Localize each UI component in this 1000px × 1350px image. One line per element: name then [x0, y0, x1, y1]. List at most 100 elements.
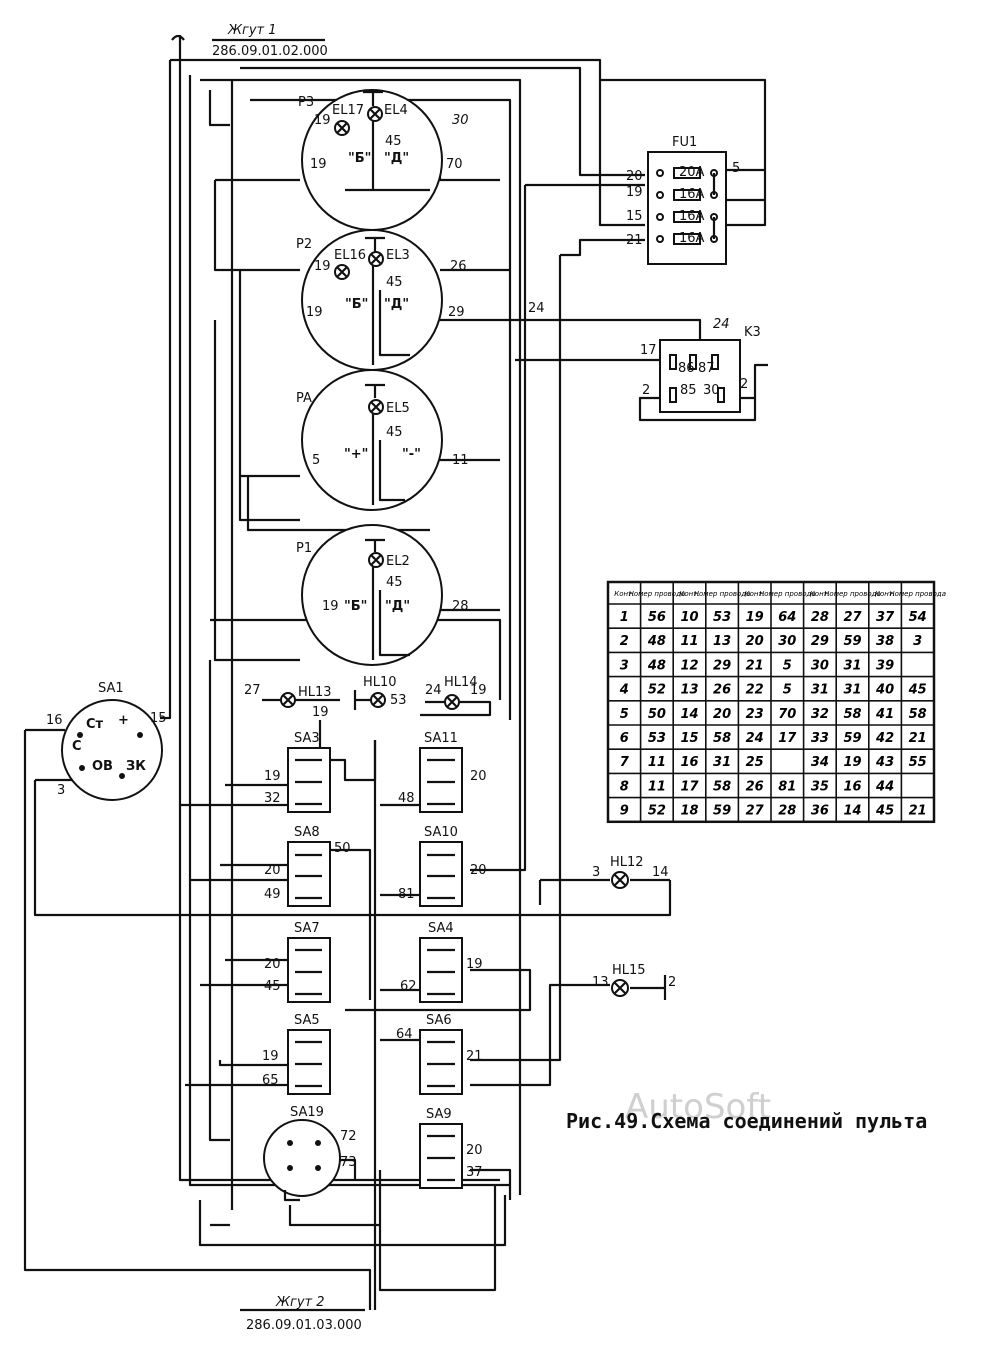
- table-header-cell: Конт.: [679, 590, 699, 598]
- table-cell: 21: [746, 658, 764, 673]
- p3-wire-lb: 19: [310, 157, 327, 172]
- table-cell: 7: [620, 755, 630, 770]
- harness-2-label: Жгут 2 286.09.01.03.000: [240, 1295, 365, 1333]
- sa1-c: С: [72, 739, 82, 754]
- hl13-name: HL13: [298, 685, 332, 700]
- table-cell: 10: [680, 610, 698, 625]
- fuse-16a-3: 16A: [656, 231, 718, 246]
- fuse-16a-1: 16A: [656, 187, 718, 202]
- p1-name: P1: [296, 541, 312, 556]
- table-cell: 8: [620, 779, 629, 794]
- p3-name: P3: [298, 95, 314, 110]
- table-cell: 45: [875, 804, 894, 819]
- switch-sa6: SA6 64 21: [396, 1013, 483, 1095]
- table-cell: 21: [909, 731, 927, 746]
- sa8-c: 49: [264, 887, 281, 902]
- table-cell: 24: [746, 731, 764, 746]
- table-cell: 21: [909, 804, 927, 819]
- switch-sa1: SA1 16 15 3 Ст + С ОВ ЗК: [46, 681, 167, 801]
- table-cell: 9: [620, 804, 629, 819]
- switch-sa4: SA4 19 62: [400, 921, 483, 1003]
- pa-wire-l: 5: [312, 453, 320, 468]
- table-cell: 31: [843, 658, 861, 673]
- sa11-a: 20: [470, 769, 487, 784]
- table-cell: 54: [909, 610, 927, 625]
- sa4-a: 19: [466, 957, 483, 972]
- lamp-hl15: HL15 13 2: [592, 963, 676, 1000]
- indicator-p2: P2 EL16 EL3 19 45 26 19 29 "Б" "Д": [296, 229, 467, 371]
- table-cell: 81: [778, 779, 796, 794]
- p3-label-d: "Д": [384, 151, 409, 166]
- sa8-a: 50: [334, 841, 351, 856]
- pa-wire-c: 45: [386, 425, 403, 440]
- hl14-w19: 19: [470, 683, 487, 698]
- p1-label-b: "Б": [344, 599, 367, 614]
- switch-sa10: SA10 20 81: [398, 825, 487, 907]
- table-cell: 17: [778, 731, 797, 746]
- sa5-a: 19: [262, 1049, 279, 1064]
- sa5-name: SA5: [294, 1013, 320, 1028]
- table-cell: 39: [876, 658, 894, 673]
- sa1-w3: 3: [57, 783, 65, 798]
- table-cell: 42: [875, 731, 894, 746]
- indicator-p1: P1 EL2 45 19 28 "Б" "Д": [296, 524, 469, 666]
- table-cell: 17: [680, 779, 699, 794]
- k3-w2l: 2: [642, 383, 650, 398]
- table-header-cell: Номер провода: [759, 590, 816, 598]
- sa8-b: 20: [264, 863, 281, 878]
- sa4-b: 62: [400, 979, 417, 994]
- table-cell: 11: [648, 779, 666, 794]
- table-cell: 58: [713, 779, 731, 794]
- switch-sa8: SA8 50 20 49: [264, 825, 351, 907]
- k3-w24: 24: [713, 317, 730, 332]
- table-header-cell: Конт.: [875, 590, 895, 598]
- p3-label-b: "Б": [348, 151, 371, 166]
- pa-wire-r: 11: [452, 453, 469, 468]
- table-cell: 40: [875, 683, 894, 698]
- sa9-b: 37: [466, 1165, 483, 1180]
- table-cell: 12: [680, 658, 698, 673]
- pa-lamp-b: EL5: [386, 401, 410, 416]
- table-cell: 30: [778, 634, 796, 649]
- sa1-w16: 16: [46, 713, 63, 728]
- hl12-w14: 14: [652, 865, 669, 880]
- k3-pin-85: 85: [680, 383, 697, 398]
- table-cell: 2: [620, 634, 629, 649]
- sa10-a: 20: [470, 863, 487, 878]
- table-cell: 22: [746, 683, 764, 698]
- hl13-w19: 19: [312, 705, 329, 720]
- table-cell: 28: [811, 610, 829, 625]
- table-cell: 29: [811, 634, 829, 649]
- table-cell: 50: [648, 707, 666, 722]
- table-header-cell: Конт.: [745, 590, 765, 598]
- sa11-name: SA11: [424, 731, 458, 746]
- table-cell: 53: [648, 731, 666, 746]
- table-cell: 3: [913, 634, 922, 649]
- p2-wire-c: 45: [386, 275, 403, 290]
- table-cell: 32: [811, 707, 829, 722]
- table-cell: 58: [713, 731, 731, 746]
- pa-label-plus: "+": [344, 447, 368, 462]
- sa9-a: 20: [466, 1143, 483, 1158]
- p1-wire-l: 19: [322, 599, 339, 614]
- table-cell: 14: [843, 804, 861, 819]
- pa-label-minus: "-": [402, 447, 421, 462]
- table-cell: 27: [843, 610, 862, 625]
- wire-24-label: 24: [528, 301, 545, 316]
- sa9-name: SA9: [426, 1107, 452, 1122]
- sa1-w15: 15: [150, 711, 167, 726]
- k3-pin-86: 86: [678, 361, 695, 376]
- harness-2-title: Жгут 2: [275, 1295, 325, 1310]
- p2-label-d: "Д": [384, 297, 409, 312]
- table-cell: 20: [746, 634, 764, 649]
- hl14-w24: 24: [425, 683, 442, 698]
- table-cell: 31: [811, 683, 829, 698]
- table-cell: 31: [843, 683, 861, 698]
- table-cell: 41: [875, 707, 894, 722]
- fu1-wire-3: 15: [626, 209, 643, 224]
- table-cell: 5: [783, 658, 792, 673]
- table-cell: 44: [875, 779, 894, 794]
